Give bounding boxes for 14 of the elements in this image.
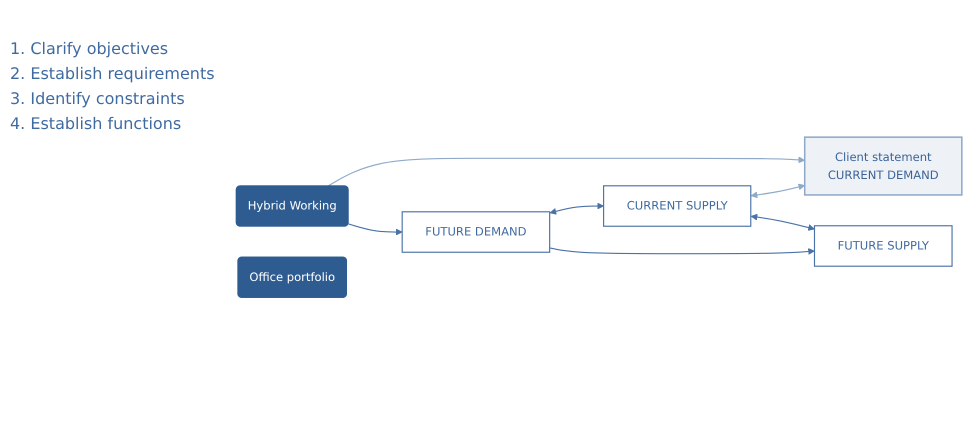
arrow bbox=[750, 183, 806, 198]
arrow bbox=[348, 223, 402, 236]
list-item: 3. Identify constraints bbox=[10, 88, 186, 110]
arrow bbox=[328, 156, 806, 186]
node-box: CURRENT SUPPLY bbox=[603, 184, 752, 226]
arrow bbox=[550, 202, 604, 214]
node-box: FUTURE SUPPLY bbox=[814, 224, 953, 266]
arrow bbox=[550, 246, 815, 254]
node-box: Client statement CURRENT DEMAND bbox=[804, 136, 963, 196]
node-box: FUTURE DEMAND bbox=[402, 210, 550, 252]
list-item: 1. Clarify objectives bbox=[10, 38, 170, 60]
list-item: 4. Establish functions bbox=[10, 113, 182, 135]
arrow bbox=[750, 213, 815, 231]
list-item: 2. Establish requirements bbox=[10, 63, 216, 85]
